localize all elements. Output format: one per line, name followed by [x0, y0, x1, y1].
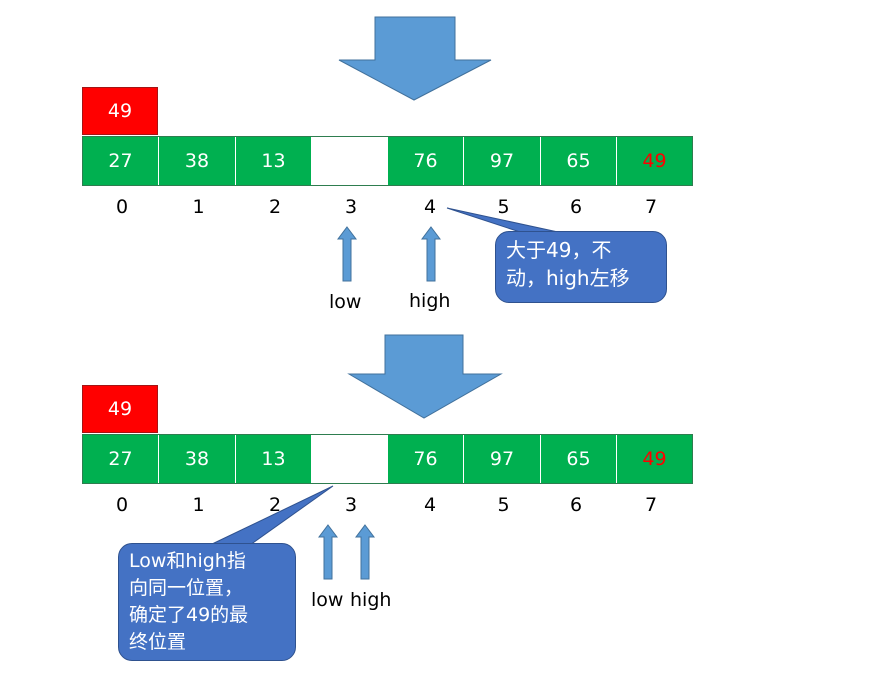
- step2-callout-line-2: 向同一位置，: [129, 577, 244, 599]
- step2-indices: 0 1 2 3 4 5 6 7: [84, 494, 686, 516]
- step2-callout-line-3: 确定了49的最: [129, 604, 249, 626]
- step2-cell-0: 27: [83, 435, 159, 483]
- step2-pivot-cell: 49: [82, 385, 158, 433]
- step2-cell-2: 13: [236, 435, 312, 483]
- step1-callout-line-1: 大于49，不: [506, 238, 612, 262]
- step1-index-6: 6: [569, 196, 583, 218]
- step1-index-1: 1: [192, 196, 205, 218]
- step1-callout: 大于49，不 动，high左移: [495, 231, 667, 303]
- step2-down-arrow-icon: [347, 334, 503, 419]
- step2-index-3: 3: [344, 494, 358, 516]
- step1-high-label: high: [409, 290, 451, 312]
- step2-high-arrow-icon: [355, 524, 375, 580]
- step1-down-arrow-icon: [338, 16, 492, 101]
- step2-index-2: 2: [268, 494, 282, 516]
- step1-index-3: 3: [344, 196, 358, 218]
- step1-cell-0: 27: [83, 137, 159, 185]
- step2-callout-line-4: 终位置: [129, 631, 187, 653]
- step1-cell-6: 65: [541, 137, 617, 185]
- step2-cell-7: 49: [617, 435, 692, 483]
- step1-low-label: low: [329, 291, 362, 313]
- step2-high-label: high: [350, 589, 392, 611]
- step2-array: 27 38 13 76 97 65 49: [82, 434, 693, 484]
- step1-index-0: 0: [115, 196, 129, 218]
- step1-array: 27 38 13 76 97 65 49: [82, 136, 693, 186]
- step2-cell-3: [312, 435, 388, 483]
- step1-cell-5: 97: [464, 137, 541, 185]
- step1-cell-2: 13: [236, 137, 312, 185]
- step2-cell-4: 76: [388, 435, 464, 483]
- step1-callout-line-2: 动，high左移: [506, 266, 630, 290]
- step2-index-7: 7: [644, 494, 658, 516]
- step2-index-0: 0: [115, 494, 129, 516]
- step2-callout: Low和high指 向同一位置， 确定了49的最 终位置: [118, 543, 296, 661]
- step1-cell-1: 38: [159, 137, 236, 185]
- step1-indices: 0 1 2 3 4 5 6 7: [84, 196, 686, 218]
- step1-cell-7: 49: [617, 137, 692, 185]
- step2-index-5: 5: [497, 494, 510, 516]
- step2-cell-6: 65: [541, 435, 617, 483]
- step1-cell-3: [312, 137, 388, 185]
- step2-low-label: low: [311, 589, 344, 611]
- step2-index-4: 4: [423, 494, 437, 516]
- step1-high-arrow-icon: [421, 226, 441, 282]
- step2-callout-line-1: Low和high指: [129, 550, 246, 572]
- step2-cell-1: 38: [159, 435, 236, 483]
- step1-pivot-cell: 49: [82, 87, 158, 135]
- step2-index-6: 6: [569, 494, 583, 516]
- step2-cell-5: 97: [464, 435, 541, 483]
- step1-index-4: 4: [423, 196, 437, 218]
- step1-low-arrow-icon: [337, 226, 357, 282]
- step1-index-7: 7: [644, 196, 658, 218]
- step2-low-arrow-icon: [318, 524, 338, 580]
- step1-cell-4: 76: [388, 137, 464, 185]
- step1-index-5: 5: [497, 196, 510, 218]
- step1-index-2: 2: [268, 196, 282, 218]
- step2-index-1: 1: [192, 494, 205, 516]
